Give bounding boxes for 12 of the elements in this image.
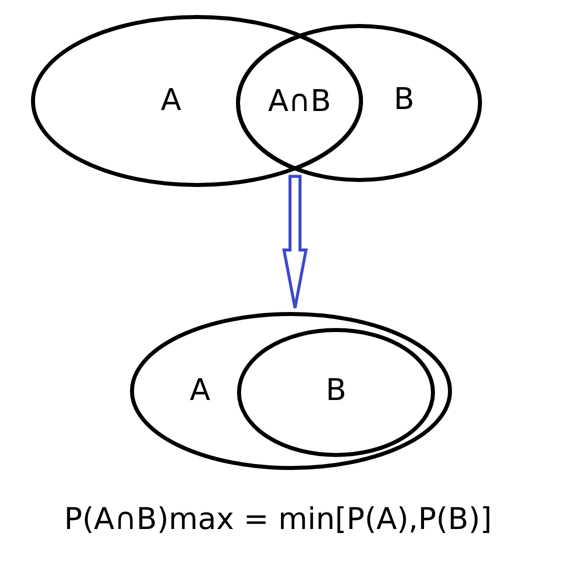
arrow [282,174,308,310]
set-label: A [190,374,210,408]
overlap-region [236,36,363,168]
set-ellipse [237,328,435,457]
set-label: B [394,82,414,118]
set-label: A [160,84,182,118]
formula-text: P(A∩B)max = min[P(A),P(B)] [64,503,492,538]
set-ellipse [31,15,363,187]
set-ellipse [130,312,452,470]
set-label: A∩B [268,84,332,120]
set-ellipse [236,24,482,182]
set-label: B [326,374,346,408]
